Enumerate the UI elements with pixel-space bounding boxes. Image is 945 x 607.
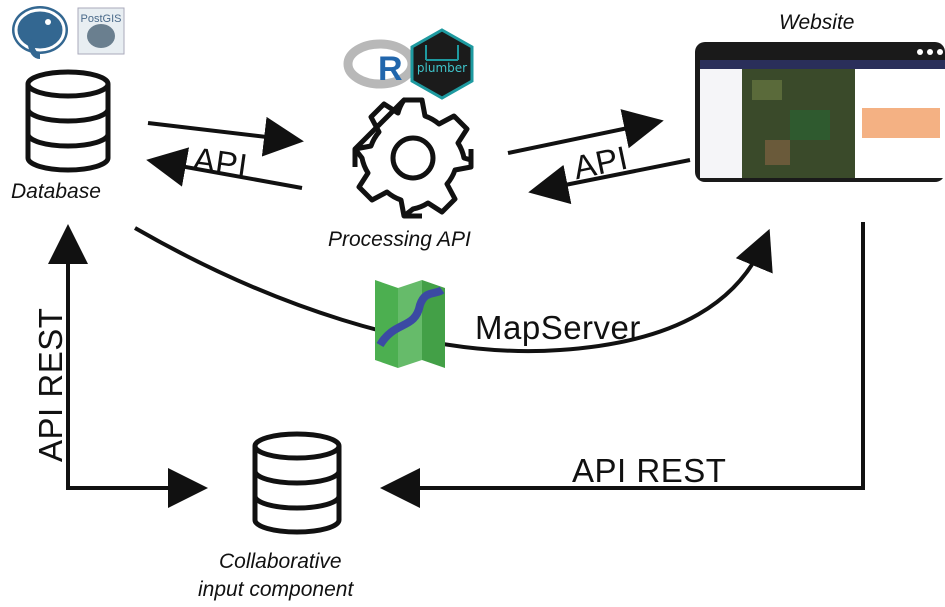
arrow-db-collab-right (66, 380, 208, 508)
website-label: Website (779, 11, 855, 34)
arrow-mapserver-curve (134, 226, 773, 354)
postgis-logo-icon: PostGIS (77, 7, 125, 55)
mapserver-logo-icon (375, 280, 445, 368)
collab-label-line1: Collaborative (219, 550, 342, 573)
plumber-logo-text: plumber (417, 61, 467, 75)
collab-database-icon (252, 431, 342, 535)
edge-label-web-collab: API REST (572, 452, 727, 489)
gear-icon (352, 97, 474, 219)
r-logo-text: R (378, 50, 403, 88)
edge-label-collab-db: API REST (32, 307, 69, 462)
edge-label-mapserver: MapServer (475, 309, 641, 346)
arrow-proc-to-web (507, 109, 664, 155)
website-screenshot (695, 42, 945, 182)
plumber-logo-icon: plumber (410, 28, 474, 100)
arrow-web-to-proc (528, 158, 691, 205)
database-icon (25, 69, 111, 173)
r-logo-icon: R (343, 39, 417, 89)
edge-label-db-proc: API (190, 140, 251, 185)
arrow-proc-to-db (146, 147, 303, 190)
postgresql-logo-icon (12, 6, 68, 59)
arrow-db-to-proc (147, 116, 304, 157)
processing-api-label: Processing API (328, 228, 471, 251)
collab-label-line2: input component (198, 578, 354, 601)
database-label: Database (11, 180, 101, 203)
postgis-logo-text: PostGIS (81, 13, 122, 25)
arrow-web-to-collab (380, 222, 865, 508)
